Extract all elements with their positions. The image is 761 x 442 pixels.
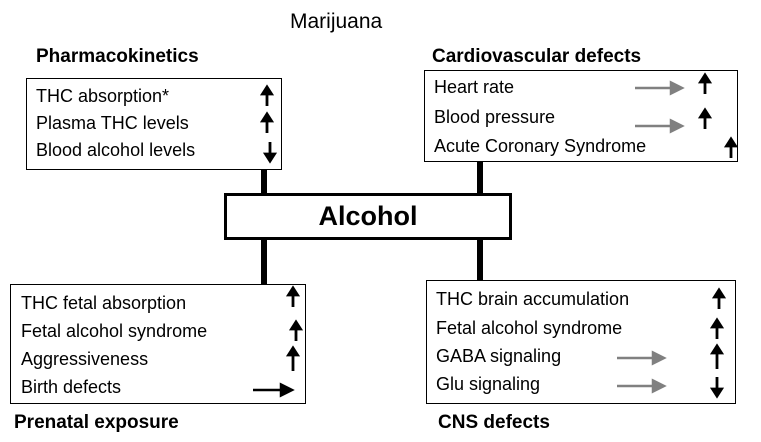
arrow-down-icon (262, 142, 278, 164)
item-label: THC fetal absorption (21, 293, 187, 313)
arrow-up-icon (697, 107, 713, 129)
list-item: Fetal alcohol syndrome (21, 320, 207, 342)
arrow-up-icon (259, 84, 275, 106)
gray-right-arrow-icon (635, 118, 685, 134)
item-label: Birth defects (21, 377, 122, 397)
arrow-right-icon (253, 382, 295, 398)
arrow-down-icon (709, 377, 725, 399)
arrow-up-icon (723, 136, 739, 158)
list-item: Glu signaling (436, 373, 540, 395)
pharmacokinetics-box: THC absorption* Plasma THC levels Blood … (26, 78, 282, 170)
item-label: THC brain accumulation (436, 289, 630, 309)
gray-right-arrow-icon (635, 80, 685, 96)
gray-right-arrow-icon (617, 350, 667, 366)
item-label: Blood alcohol levels (36, 140, 196, 160)
connector-top-left (261, 168, 267, 196)
cardiovascular-heading: Cardiovascular defects (432, 46, 642, 67)
gray-right-arrow-icon (617, 378, 667, 394)
connector-bottom-left (261, 238, 267, 286)
list-item: Blood pressure (434, 106, 555, 128)
item-label: THC absorption* (36, 86, 170, 106)
list-item: Acute Coronary Syndrome (434, 135, 646, 157)
list-item: Blood alcohol levels (36, 139, 195, 161)
cardiovascular-box: Heart rate Blood pressure Acute Coronary… (424, 70, 739, 162)
arrow-up-icon (288, 319, 304, 341)
arrow-up-icon (709, 317, 725, 339)
alcohol-label: Alcohol (318, 201, 418, 231)
item-label: Blood pressure (434, 107, 556, 127)
arrow-up-icon (697, 72, 713, 94)
list-item: THC absorption* (36, 85, 169, 107)
item-label: Fetal alcohol syndrome (436, 318, 623, 338)
cns-box: THC brain accumulation Fetal alcohol syn… (426, 280, 736, 404)
arrow-up-icon (709, 343, 725, 369)
prenatal-box: THC fetal absorption Fetal alcohol syndr… (10, 284, 306, 404)
list-item: Aggressiveness (21, 348, 148, 370)
arrow-up-icon (711, 287, 727, 309)
list-item: THC fetal absorption (21, 292, 186, 314)
list-item: Plasma THC levels (36, 112, 189, 134)
item-label: Heart rate (434, 77, 515, 97)
item-label: Aggressiveness (21, 349, 149, 369)
list-item: Fetal alcohol syndrome (436, 317, 622, 339)
item-label: Fetal alcohol syndrome (21, 321, 208, 341)
cns-heading: CNS defects (438, 412, 550, 433)
pharmacokinetics-heading: Pharmacokinetics (36, 46, 199, 67)
arrow-up-icon (285, 285, 301, 307)
item-label: Plasma THC levels (36, 113, 189, 133)
list-item: GABA signaling (436, 345, 561, 367)
list-item: THC brain accumulation (436, 288, 629, 310)
item-label: GABA signaling (436, 346, 562, 366)
list-item: Heart rate (434, 76, 514, 98)
diagram-title: Marijuana (290, 10, 383, 33)
connector-top-right (477, 160, 483, 196)
connector-bottom-right (477, 238, 483, 282)
arrow-up-icon (259, 111, 275, 133)
prenatal-heading: Prenatal exposure (14, 412, 179, 433)
item-label: Acute Coronary Syndrome (434, 136, 647, 156)
alcohol-box: Alcohol (224, 193, 512, 240)
arrow-up-icon (285, 345, 301, 371)
item-label: Glu signaling (436, 374, 541, 394)
list-item: Birth defects (21, 376, 121, 398)
